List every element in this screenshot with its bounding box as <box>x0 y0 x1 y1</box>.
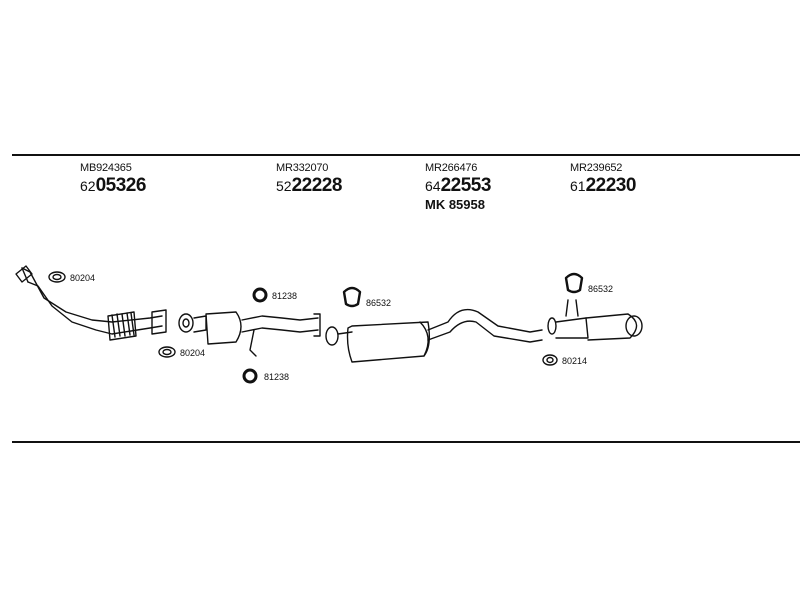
part-header-catalyst: MR332070 5222228 <box>276 162 342 197</box>
callout-label: 81238 <box>272 291 297 301</box>
article-number: 6122230 <box>570 175 636 196</box>
catalyst-pipe <box>178 311 321 357</box>
callout-label: 81238 <box>264 372 289 382</box>
part-header-front-pipe: MB924365 6205326 <box>80 162 146 197</box>
rear-silencer <box>547 299 643 341</box>
mounting-kit-number: MK 85958 <box>425 197 485 212</box>
part-header-middle-silencer: MR266476 6422553 MK 85958 <box>425 162 491 212</box>
rubber-hanger-icon <box>342 286 362 308</box>
oem-number: MR239652 <box>570 162 623 174</box>
top-divider <box>12 154 800 156</box>
gasket-icon <box>542 354 558 366</box>
gasket-icon <box>158 346 176 358</box>
callout-label: 86532 <box>588 284 613 294</box>
rubber-hanger-icon <box>564 272 584 294</box>
middle-silencer <box>325 308 543 363</box>
oem-number: MR266476 <box>425 162 478 174</box>
gasket-icon <box>48 271 66 283</box>
callout-label: 80214 <box>562 356 587 366</box>
article-number: 6422553 <box>425 175 491 196</box>
article-number: 6205326 <box>80 175 146 196</box>
front-pipe <box>15 265 167 341</box>
ring-icon <box>242 368 258 384</box>
callout-label: 80204 <box>180 348 205 358</box>
bottom-divider <box>12 441 800 443</box>
ring-icon <box>252 287 268 303</box>
article-number: 5222228 <box>276 175 342 196</box>
oem-number: MB924365 <box>80 162 132 174</box>
callout-label: 86532 <box>366 298 391 308</box>
callout-label: 80204 <box>70 273 95 283</box>
oem-number: MR332070 <box>276 162 329 174</box>
part-header-rear-silencer: MR239652 6122230 <box>570 162 636 197</box>
